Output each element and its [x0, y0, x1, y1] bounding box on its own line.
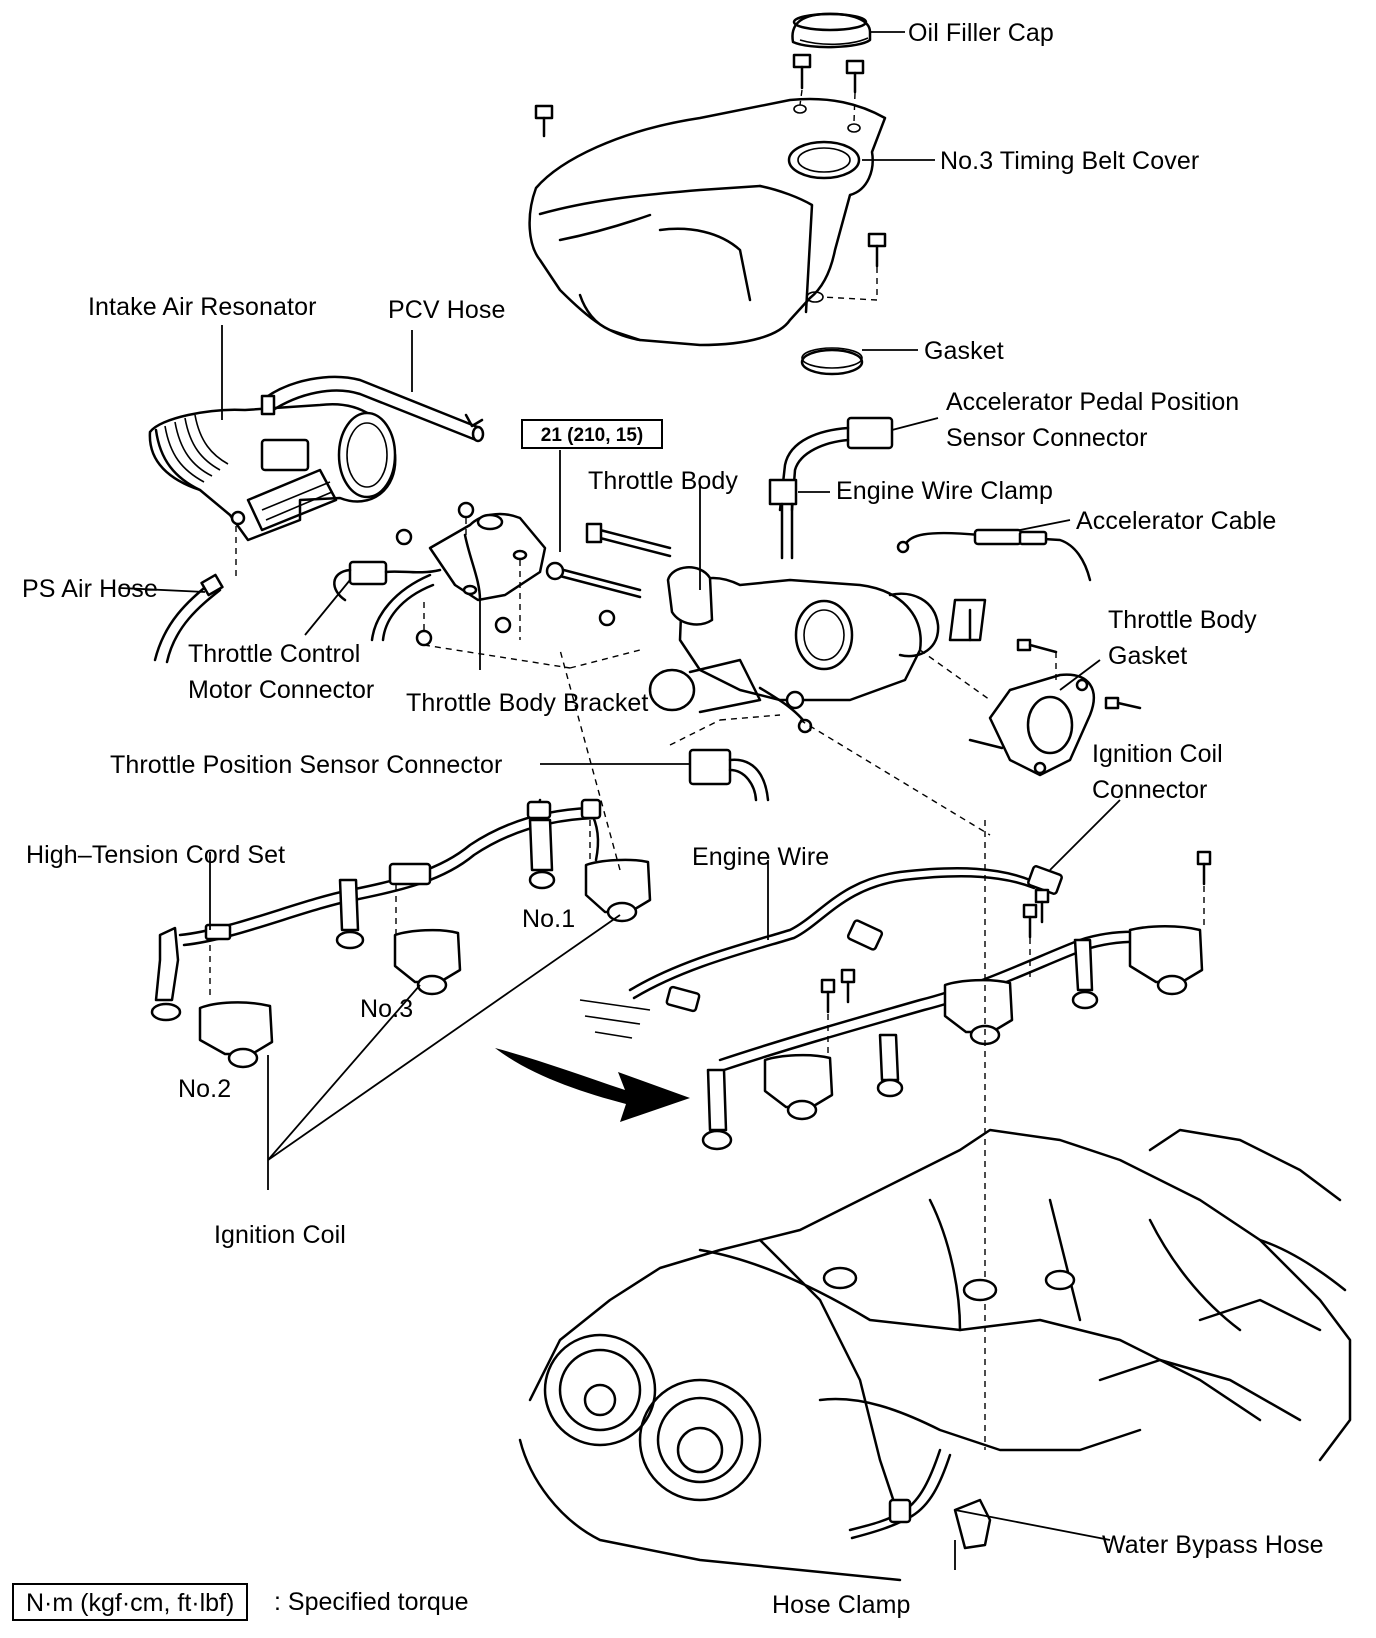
throttle-control-motor-connector-drawing	[333, 560, 442, 642]
label-gasket: Gasket	[924, 337, 1004, 365]
intake-air-resonator-drawing	[148, 402, 397, 542]
throttle-position-sensor-drawing	[669, 714, 781, 802]
label-no2: No.2	[178, 1075, 232, 1103]
label-engine-wire-clamp: Engine Wire Clamp	[836, 477, 1054, 505]
accelerator-cable-drawing	[896, 528, 1092, 582]
label-throttle-body: Throttle Body	[588, 467, 738, 495]
pcv-hose-drawing	[260, 375, 485, 443]
throttle-body-gasket-drawing	[919, 638, 1142, 777]
label-throttle-body-gasket: Throttle Body Gasket	[1108, 602, 1257, 674]
engine-block-drawing	[518, 1128, 1352, 1582]
label-throttle-body-gasket-line2: Gasket	[1108, 642, 1188, 670]
timing-belt-cover-drawing	[528, 97, 887, 347]
oil-filler-cap-drawing	[791, 12, 872, 49]
high-tension-cord-set-drawing	[150, 798, 602, 1022]
label-pcv-hose: PCV Hose	[388, 296, 506, 324]
accelerator-connector-drawing	[768, 416, 894, 560]
ignition-coils-left	[198, 858, 652, 1069]
ignition-assembly-right	[701, 850, 1212, 1151]
leader-lines	[119, 31, 1121, 1570]
alignment-dashes	[559, 649, 986, 1450]
ps-air-hose-drawing	[153, 526, 237, 664]
direction-arrow	[495, 999, 690, 1122]
label-ps-air-hose: PS Air Hose	[22, 575, 158, 603]
label-accel-sensor-line1: Accelerator Pedal Position	[946, 388, 1240, 416]
gasket-drawing	[800, 347, 864, 376]
label-high-tension-cord-set: High–Tension Cord Set	[26, 841, 286, 869]
label-ignition-coil-connector: Ignition Coil Connector	[1092, 736, 1223, 808]
label-no1: No.1	[522, 905, 576, 933]
throttle-body-bracket-drawing	[395, 501, 641, 669]
label-oil-filler-cap: Oil Filler Cap	[908, 19, 1054, 47]
label-accelerator-pedal-position-sensor-connector: Accelerator Pedal Position Sensor Connec…	[946, 384, 1239, 456]
torque-spec-box: 21 (210, 15)	[521, 419, 663, 449]
label-accelerator-cable: Accelerator Cable	[1076, 507, 1277, 535]
throttle-body-drawing	[545, 522, 991, 836]
legend-description: : Specified torque	[274, 1588, 469, 1616]
label-timing-belt-cover: No.3 Timing Belt Cover	[940, 147, 1200, 175]
label-throttle-control-motor-connector: Throttle Control Motor Connector	[188, 636, 374, 708]
cover-dashes	[799, 89, 878, 301]
bolts-top	[534, 53, 887, 268]
label-ignition-coil-connector-line1: Ignition Coil	[1092, 740, 1223, 768]
label-intake-air-resonator: Intake Air Resonator	[88, 293, 317, 321]
label-throttle-body-gasket-line1: Throttle Body	[1108, 606, 1257, 634]
label-throttle-position-sensor-connector: Throttle Position Sensor Connector	[110, 751, 503, 779]
label-engine-wire: Engine Wire	[692, 843, 830, 871]
engine-wire-drawing	[628, 865, 1063, 1013]
label-water-bypass-hose: Water Bypass Hose	[1102, 1531, 1324, 1559]
label-throttle-control-line2: Motor Connector	[188, 676, 375, 704]
label-no3: No.3	[360, 995, 414, 1023]
label-throttle-body-bracket: Throttle Body Bracket	[406, 689, 649, 717]
label-accel-sensor-line2: Sensor Connector	[946, 424, 1148, 452]
legend-unit-box: N·m (kgf·cm, ft·lbf)	[12, 1583, 249, 1621]
label-ignition-coil: Ignition Coil	[214, 1221, 346, 1249]
label-throttle-control-line1: Throttle Control	[188, 640, 361, 668]
label-ignition-coil-connector-line2: Connector	[1092, 776, 1208, 804]
label-hose-clamp: Hose Clamp	[772, 1591, 911, 1619]
